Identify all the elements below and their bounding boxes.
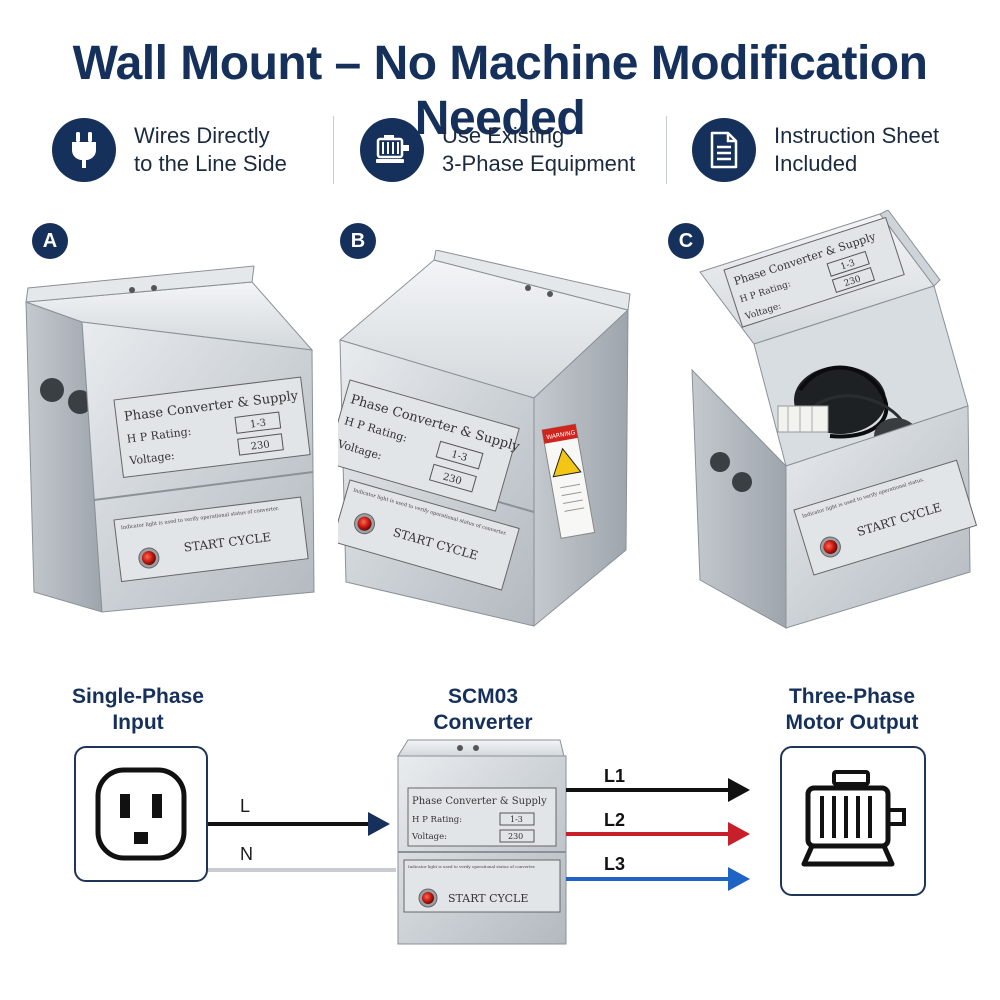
product-photo-c: Phase Converter & Supply H P Rating: 1-3… [691, 210, 978, 629]
line-label-l3: L3 [604, 854, 626, 874]
input-label-line1: Single-Phase [72, 685, 204, 708]
feature-divider [666, 116, 667, 184]
converter-label-line2: Converter [433, 711, 533, 734]
feature-text-line2: to the Line Side [134, 151, 287, 176]
arrow-head [728, 778, 750, 802]
terminal-block [777, 405, 829, 433]
plug-icon [52, 118, 116, 182]
wire-label-n: N [240, 844, 253, 864]
label-voltage-value: 230 [250, 439, 270, 452]
outlet-panel [74, 746, 208, 882]
arrow-head [728, 822, 750, 846]
indicator-lamp [357, 516, 372, 531]
feature-text-line1: Use Existing [442, 123, 565, 148]
label-title: Phase Converter & Supply [412, 796, 547, 807]
feature-text-line1: Instruction Sheet [774, 123, 940, 148]
view-letter-b: B [340, 223, 376, 259]
arrow-head [728, 867, 750, 891]
document-icon [692, 118, 756, 182]
outlet-icon [95, 767, 187, 861]
knockout-hole [40, 378, 64, 402]
feature-existing-equipment: Use Existing 3-Phase Equipment [360, 112, 635, 188]
line-label-l1: L1 [604, 766, 626, 786]
label-voltage-value: 230 [441, 472, 462, 488]
knockout-hole [68, 390, 92, 414]
label-hp: H P Rating: [412, 815, 462, 825]
converter-box: Phase Converter & Supply H P Rating: 1-3… [397, 739, 567, 945]
label-hp-value: 1-3 [249, 418, 266, 431]
feature-instruction-sheet: Instruction Sheet Included [692, 112, 939, 188]
label-start: START CYCLE [448, 892, 528, 905]
label-voltage-value: 230 [508, 832, 523, 841]
wire-label-l: L [240, 796, 251, 816]
view-letter-c: C [668, 223, 704, 259]
converter-label: SCM03 Converter [383, 684, 583, 736]
label-voltage: Voltage: [411, 832, 447, 842]
product-photo-b: WARNING Phase Converter & Supply H P Rat… [338, 250, 631, 628]
feature-text-line2: 3-Phase Equipment [442, 151, 636, 176]
output-label: Three-Phase Motor Output [752, 684, 952, 736]
svg-text:Indicator light is used to ver: Indicator light is used to verify operat… [408, 864, 536, 869]
feature-wires-directly: Wires Directly to the Line Side [52, 112, 287, 188]
label-hp-value: 1-3 [450, 449, 469, 464]
line-label-l2: L2 [604, 810, 626, 830]
converter-label-line1: SCM03 [447, 685, 519, 708]
label-voltage: Voltage: [128, 449, 176, 468]
indicator-lamp [823, 539, 838, 554]
arrow-head [368, 812, 390, 836]
label-hp-value: 1-3 [510, 815, 523, 824]
input-label-line2: Input [112, 711, 164, 734]
three-phase-motor-icon [801, 770, 906, 867]
wiring-diagram: Phase Converter & Supply H P Rating: 1-3… [208, 739, 750, 945]
page-title: Wall Mount – No Machine Modification Nee… [72, 37, 928, 145]
indicator-lamp [422, 892, 434, 904]
feature-divider [333, 116, 334, 184]
feature-text-line1: Wires Directly [134, 123, 270, 148]
input-label: Single-Phase Input [38, 684, 238, 736]
view-letter-a: A [32, 223, 68, 259]
label-hp-value: 1-3 [839, 258, 856, 272]
motor-icon [360, 118, 424, 182]
output-label-line1: Three-Phase [788, 685, 916, 708]
feature-text-line2: Included [774, 151, 858, 176]
output-label-line2: Motor Output [785, 711, 919, 734]
indicator-lamp [141, 551, 156, 566]
motor-panel [780, 746, 926, 896]
product-photo-a: Phase Converter & Supply H P Rating: 1-3… [25, 265, 315, 613]
